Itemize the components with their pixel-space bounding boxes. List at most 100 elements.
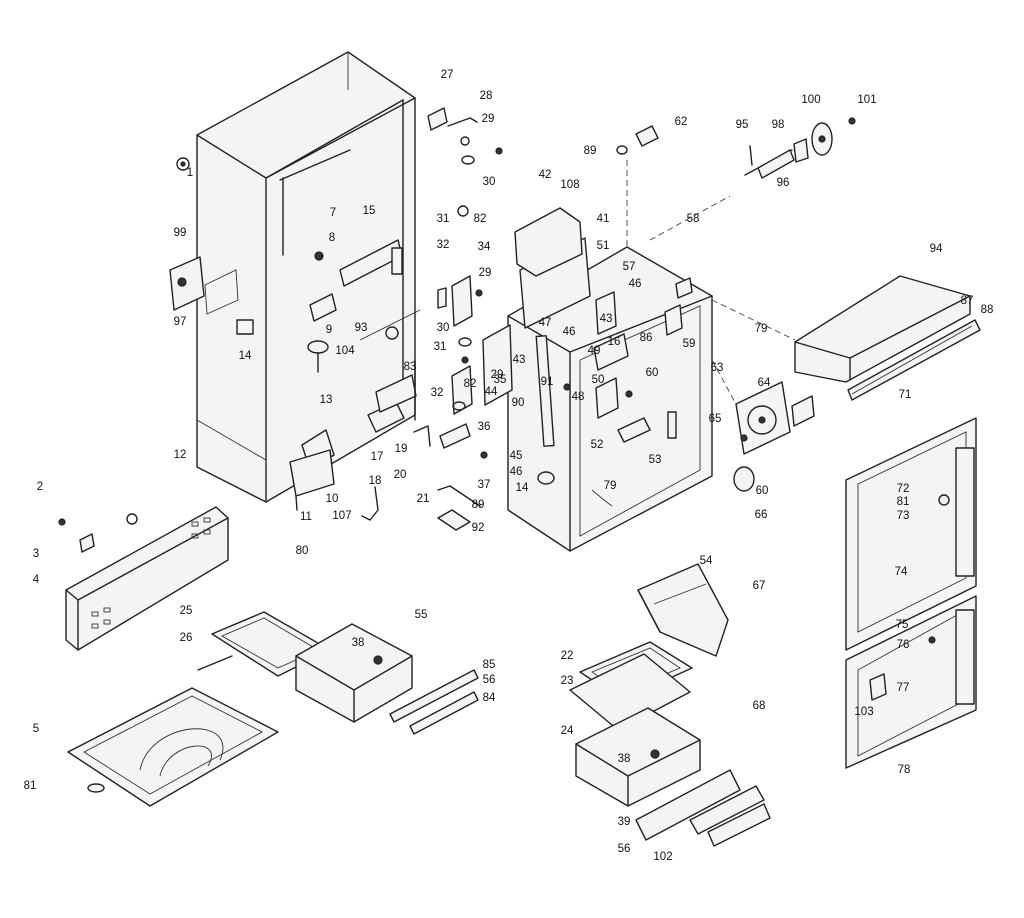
callout-46: 46 [629, 278, 642, 290]
duct-cover [711, 275, 981, 401]
center-hinge [437, 205, 488, 531]
callout-43: 43 [600, 313, 613, 325]
callout-45: 45 [510, 450, 523, 462]
callout-10: 10 [326, 493, 339, 505]
callout-51: 51 [597, 240, 610, 252]
callout-26: 26 [180, 632, 193, 644]
callout-31: 31 [437, 213, 450, 225]
callout-81: 81 [24, 780, 37, 792]
callout-59: 59 [683, 338, 696, 350]
callout-30: 30 [483, 176, 496, 188]
fan-shroud [711, 359, 815, 492]
callout-103: 103 [854, 706, 873, 718]
callout-18: 18 [369, 475, 382, 487]
callout-32: 32 [431, 387, 444, 399]
callout-75: 75 [896, 619, 909, 631]
callout-1: 1 [187, 167, 193, 179]
callout-91: 91 [541, 376, 554, 388]
callout-57: 57 [623, 261, 636, 273]
callout-16: 16 [608, 336, 621, 348]
callout-89: 89 [472, 499, 485, 511]
callout-82: 82 [464, 378, 477, 390]
callout-83: 83 [404, 361, 417, 373]
callout-41: 41 [597, 213, 610, 225]
callout-102: 102 [653, 851, 672, 863]
callout-74: 74 [895, 566, 908, 578]
callout-44: 44 [485, 386, 498, 398]
evaporator-housing [482, 207, 713, 552]
callout-108: 108 [560, 179, 579, 191]
callout-17: 17 [371, 451, 384, 463]
defrost-timer [289, 359, 471, 521]
callout-29: 29 [491, 369, 504, 381]
door-liner [845, 417, 977, 769]
callout-38: 38 [618, 753, 631, 765]
callout-29: 29 [479, 267, 492, 279]
callout-54: 54 [700, 555, 713, 567]
callout-92: 92 [472, 522, 485, 534]
callout-64: 64 [758, 377, 771, 389]
callout-90: 90 [512, 397, 525, 409]
callout-96: 96 [777, 177, 790, 189]
callout-4: 4 [33, 574, 40, 586]
callout-38: 38 [352, 637, 365, 649]
callout-87: 87 [961, 295, 974, 307]
callout-11: 11 [300, 511, 312, 523]
top-hinge [427, 107, 503, 165]
cabinet-shell [196, 51, 416, 503]
callout-63: 63 [711, 362, 724, 374]
callout-31: 31 [434, 341, 447, 353]
callout-99: 99 [174, 227, 187, 239]
callout-86: 86 [640, 332, 653, 344]
callout-48: 48 [572, 391, 585, 403]
callout-85: 85 [483, 659, 496, 671]
callout-39: 39 [618, 816, 631, 828]
callout-77: 77 [897, 682, 910, 694]
callout-93: 93 [355, 322, 368, 334]
callout-100: 100 [801, 94, 820, 106]
callout-97: 97 [174, 316, 187, 328]
callout-13: 13 [320, 394, 333, 406]
callout-98: 98 [772, 119, 785, 131]
callout-22: 22 [561, 650, 574, 662]
callout-21: 21 [417, 493, 430, 505]
callout-80: 80 [296, 545, 309, 557]
callout-56: 56 [618, 843, 631, 855]
callout-60: 60 [646, 367, 659, 379]
fan-motor [616, 117, 856, 248]
ice-bucket [637, 563, 729, 657]
callout-35: 35 [494, 374, 507, 386]
shell-rails [279, 149, 421, 341]
callout-79: 79 [604, 480, 617, 492]
callout-81: 81 [897, 496, 910, 508]
callout-58: 58 [687, 213, 700, 225]
callout-46: 46 [510, 466, 523, 478]
callout-25: 25 [180, 605, 193, 617]
callout-94: 94 [930, 243, 943, 255]
left-drawer [197, 611, 479, 735]
callout-78: 78 [898, 764, 911, 776]
callout-60: 60 [756, 485, 769, 497]
callout-43: 43 [513, 354, 526, 366]
callout-30: 30 [437, 322, 450, 334]
callout-27: 27 [441, 69, 454, 81]
callout-23: 23 [561, 675, 574, 687]
callout-14: 14 [239, 350, 252, 362]
callout-101: 101 [857, 94, 876, 106]
control-bracket [169, 157, 399, 373]
callout-73: 73 [897, 510, 910, 522]
callout-12: 12 [174, 449, 187, 461]
drain-pan [67, 687, 279, 807]
callout-29: 29 [482, 113, 495, 125]
callout-24: 24 [561, 725, 574, 737]
callout-52: 52 [591, 439, 604, 451]
callout-107: 107 [332, 510, 351, 522]
callout-20: 20 [394, 469, 407, 481]
callout-65: 65 [709, 413, 722, 425]
callout-42: 42 [539, 169, 552, 181]
callout-56: 56 [483, 674, 496, 686]
callout-34: 34 [478, 241, 491, 253]
callout-89: 89 [584, 145, 597, 157]
callout-7: 7 [330, 207, 336, 219]
callout-36: 36 [478, 421, 491, 433]
